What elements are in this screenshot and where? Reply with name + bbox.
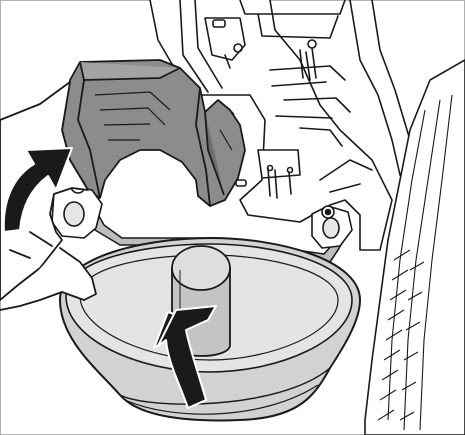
exhaust-removal-illustration (0, 0, 465, 435)
illustration-canvas (0, 0, 465, 435)
